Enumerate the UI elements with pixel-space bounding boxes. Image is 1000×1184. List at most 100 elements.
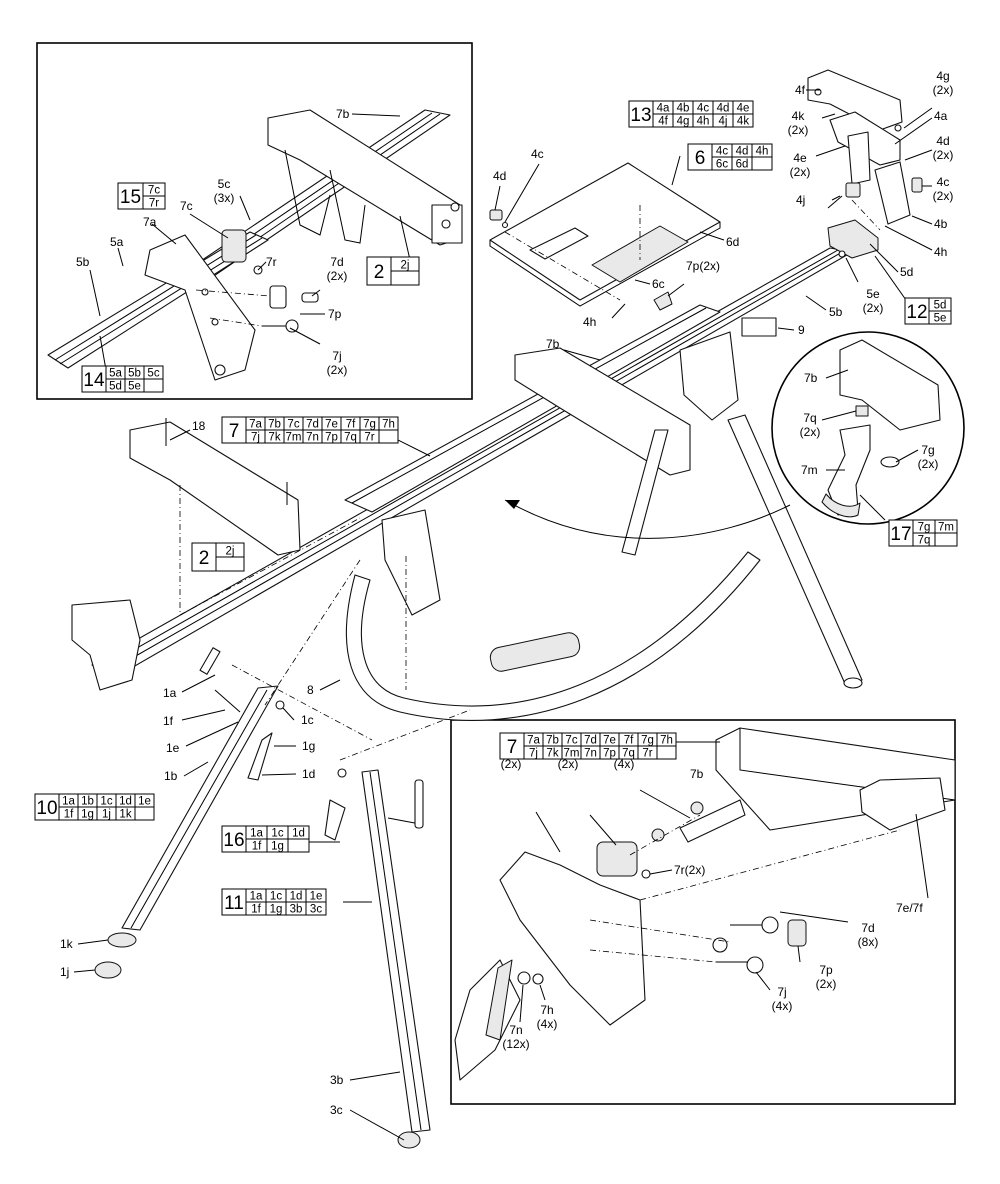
- kit-part-code: 7k: [268, 432, 280, 444]
- kit-part-code: 7j: [529, 748, 538, 760]
- kit-part-code: 4b: [677, 103, 690, 115]
- callout-7j-top: 7j(2x): [327, 349, 348, 377]
- callout-7q: 7q(2x): [800, 411, 821, 439]
- kit-number: 6: [695, 148, 706, 169]
- kit-number: 12: [906, 302, 927, 323]
- kit-part-code: 1a: [250, 828, 263, 840]
- kit-number: 7: [229, 421, 240, 442]
- kit-part-code: 7e: [325, 419, 338, 431]
- kit-part-code: 1g: [271, 841, 284, 853]
- kit-part-code: 7h: [382, 419, 395, 431]
- kit-part-code: 1j: [102, 809, 111, 821]
- callout-4b: 4b: [934, 217, 948, 231]
- kit-part-code: 4e: [737, 103, 750, 115]
- callout-7g: 7g(2x): [918, 443, 939, 471]
- callout-1f: 1f: [163, 714, 174, 728]
- kit-number: 16: [223, 830, 244, 851]
- callout-1b: 1b: [164, 769, 178, 783]
- callout-7d-top: 7d(2x): [327, 255, 348, 283]
- detail-frame-bottom-right: [450, 719, 956, 1105]
- kit-part-code: 7m: [938, 522, 954, 534]
- callout-4f: 4f: [795, 83, 806, 97]
- callout-1c: 1c: [301, 713, 314, 727]
- callout-4c-right: 4c(2x): [933, 175, 954, 203]
- kit-part-code: 7q: [918, 535, 931, 547]
- callout-4h-left: 4h: [583, 315, 596, 329]
- callout-4h-right: 4h: [934, 245, 947, 259]
- callout-4d-right: 4d(2x): [933, 134, 954, 162]
- kit-part-code: 1f: [251, 904, 261, 916]
- kit-part-code: 7c: [565, 735, 577, 747]
- kit-part-code: 1c: [271, 828, 283, 840]
- kit-part-code: 6d: [736, 159, 749, 171]
- kit-part-code: 7a: [527, 735, 540, 747]
- callout-7b-circle: 7b: [804, 371, 818, 385]
- callout-7n: 7n(12x): [502, 1023, 529, 1051]
- callout-4j: 4j: [796, 193, 805, 207]
- callout-1g: 1g: [302, 739, 315, 753]
- kit-part-code: 7n: [306, 432, 319, 444]
- main-stand-drawing: [71, 247, 863, 1149]
- callout-4d-left: 4d: [493, 169, 506, 183]
- kit-part-code: 1g: [81, 809, 94, 821]
- callout-4k: 4k(2x): [788, 109, 809, 137]
- callout-5a: 5a: [110, 235, 124, 249]
- callout-7m: 7m: [801, 463, 818, 477]
- callout-4c-left: 4c: [531, 147, 544, 161]
- callout-5d: 5d: [900, 265, 913, 279]
- kit-part-code: 7c: [287, 419, 299, 431]
- kit-part-code: 1e: [138, 796, 151, 808]
- kit-part-code: 1a: [62, 796, 75, 808]
- kit-part-code: 2j: [401, 260, 410, 272]
- kit-part-code: 4h: [697, 116, 710, 128]
- kit-part-code: 1f: [252, 841, 262, 853]
- callout-7j-bottom: 7j(4x): [772, 985, 793, 1013]
- callout-4e: 4e(2x): [790, 151, 811, 179]
- kit-part-code: 6c: [716, 159, 728, 171]
- kit-part-code: 3c: [310, 904, 322, 916]
- callout-3c: 3c: [330, 1103, 343, 1117]
- kit-part-code: 1d: [292, 828, 305, 840]
- kit-part-code: 7n: [584, 748, 597, 760]
- top-right-drawing: [489, 69, 923, 311]
- callout-4a: 4a: [934, 109, 948, 123]
- detail-circle-leg-bracket: [771, 331, 965, 525]
- kit-part-code: 7d: [306, 419, 319, 431]
- callout-3b: 3b: [330, 1073, 344, 1087]
- callout-8: 8: [307, 683, 314, 697]
- callout-1e: 1e: [166, 741, 180, 755]
- kit-part-code: 5e: [128, 381, 141, 393]
- kit-part-code: 5d: [934, 300, 947, 312]
- kit-number: 2: [199, 548, 210, 569]
- kit-part-code: 1f: [64, 809, 74, 821]
- callout-6c: 6c: [652, 277, 665, 291]
- kit-part-code: 5b: [128, 368, 141, 380]
- kit-part-code: 1c: [270, 891, 282, 903]
- callout-18: 18: [192, 419, 206, 433]
- callout-1k: 1k: [60, 937, 74, 951]
- kit-number: 13: [630, 105, 651, 126]
- kit-part-code: 1c: [100, 796, 112, 808]
- callout-7e-7f: 7e/7f: [896, 901, 923, 915]
- kit-part-code: 1d: [290, 891, 303, 903]
- kit-part-code: 4d: [736, 146, 749, 158]
- leader-lines: [73, 89, 933, 1141]
- kit-part-code: 7f: [624, 735, 634, 747]
- detail-bottom-right-drawing: [454, 727, 956, 1081]
- detail-frame-top-left: [36, 42, 473, 400]
- kit-part-code: 4d: [717, 103, 730, 115]
- kit-part-code: 7b: [268, 419, 281, 431]
- kit-part-code: 4c: [716, 146, 728, 158]
- kit-part-code: 7m: [564, 748, 580, 760]
- kit-part-code: 4f: [658, 116, 668, 128]
- callout-7h: 7h(4x): [537, 1003, 558, 1031]
- kit-part-code: 5d: [109, 381, 122, 393]
- kit-number: 2: [374, 262, 385, 283]
